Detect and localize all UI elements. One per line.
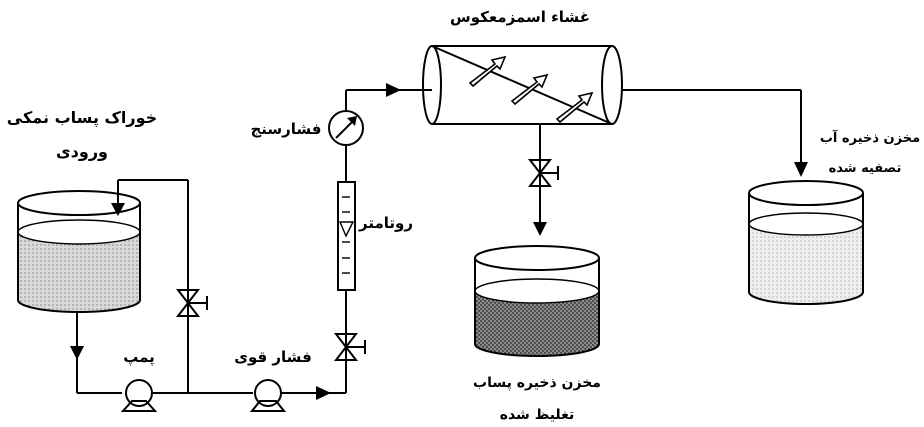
membrane-label: غشاء اسمزمعکوس xyxy=(450,8,590,26)
pump-label: پمپ xyxy=(123,348,155,367)
rotameter-label: روتامتر xyxy=(358,214,413,232)
flow-arrow-down xyxy=(794,162,808,177)
pressure-gauge-icon xyxy=(328,110,364,146)
bypass-valve-icon xyxy=(175,289,208,317)
feed-tank xyxy=(17,190,141,313)
hp-line xyxy=(281,290,347,400)
concentrate-tank-label-line2: تغلیظ شده xyxy=(500,407,575,423)
pump-icon xyxy=(120,379,158,412)
permeate-tank-label-line2: تصفیه شده xyxy=(829,161,902,176)
gauge-line xyxy=(345,83,432,182)
recycle-arrow-down xyxy=(111,203,125,216)
flow-arrow-down xyxy=(533,222,547,236)
feed-tank-label-line2: ورودی xyxy=(56,142,108,161)
concentrate-valve-icon xyxy=(527,159,559,187)
feed-tank-label-line1: خوراک پساب نمکی xyxy=(7,108,157,128)
flow-arrow-right xyxy=(316,386,331,400)
flow-arrow-right xyxy=(386,83,401,97)
main-line xyxy=(111,179,253,394)
high-pressure-label: فشار قوی xyxy=(234,348,312,366)
feed-line xyxy=(70,312,122,394)
rotameter-icon xyxy=(337,181,356,291)
permeate-tank xyxy=(748,180,864,305)
concentrate-tank-label-line1: مخزن ذخیره پساب xyxy=(473,375,601,391)
permeate-tank-label-line1: مخزن ذخیره آب xyxy=(820,129,920,146)
ro-membrane-icon xyxy=(422,45,623,126)
pressure-gauge-label: فشارسنج xyxy=(250,120,321,138)
flow-arrow-down xyxy=(70,346,84,360)
inlet-valve-icon xyxy=(333,333,366,361)
concentrate-tank xyxy=(474,245,600,357)
high-pressure-pump-icon xyxy=(249,379,287,412)
permeate-line xyxy=(622,89,808,177)
concentrate-line xyxy=(533,124,547,236)
